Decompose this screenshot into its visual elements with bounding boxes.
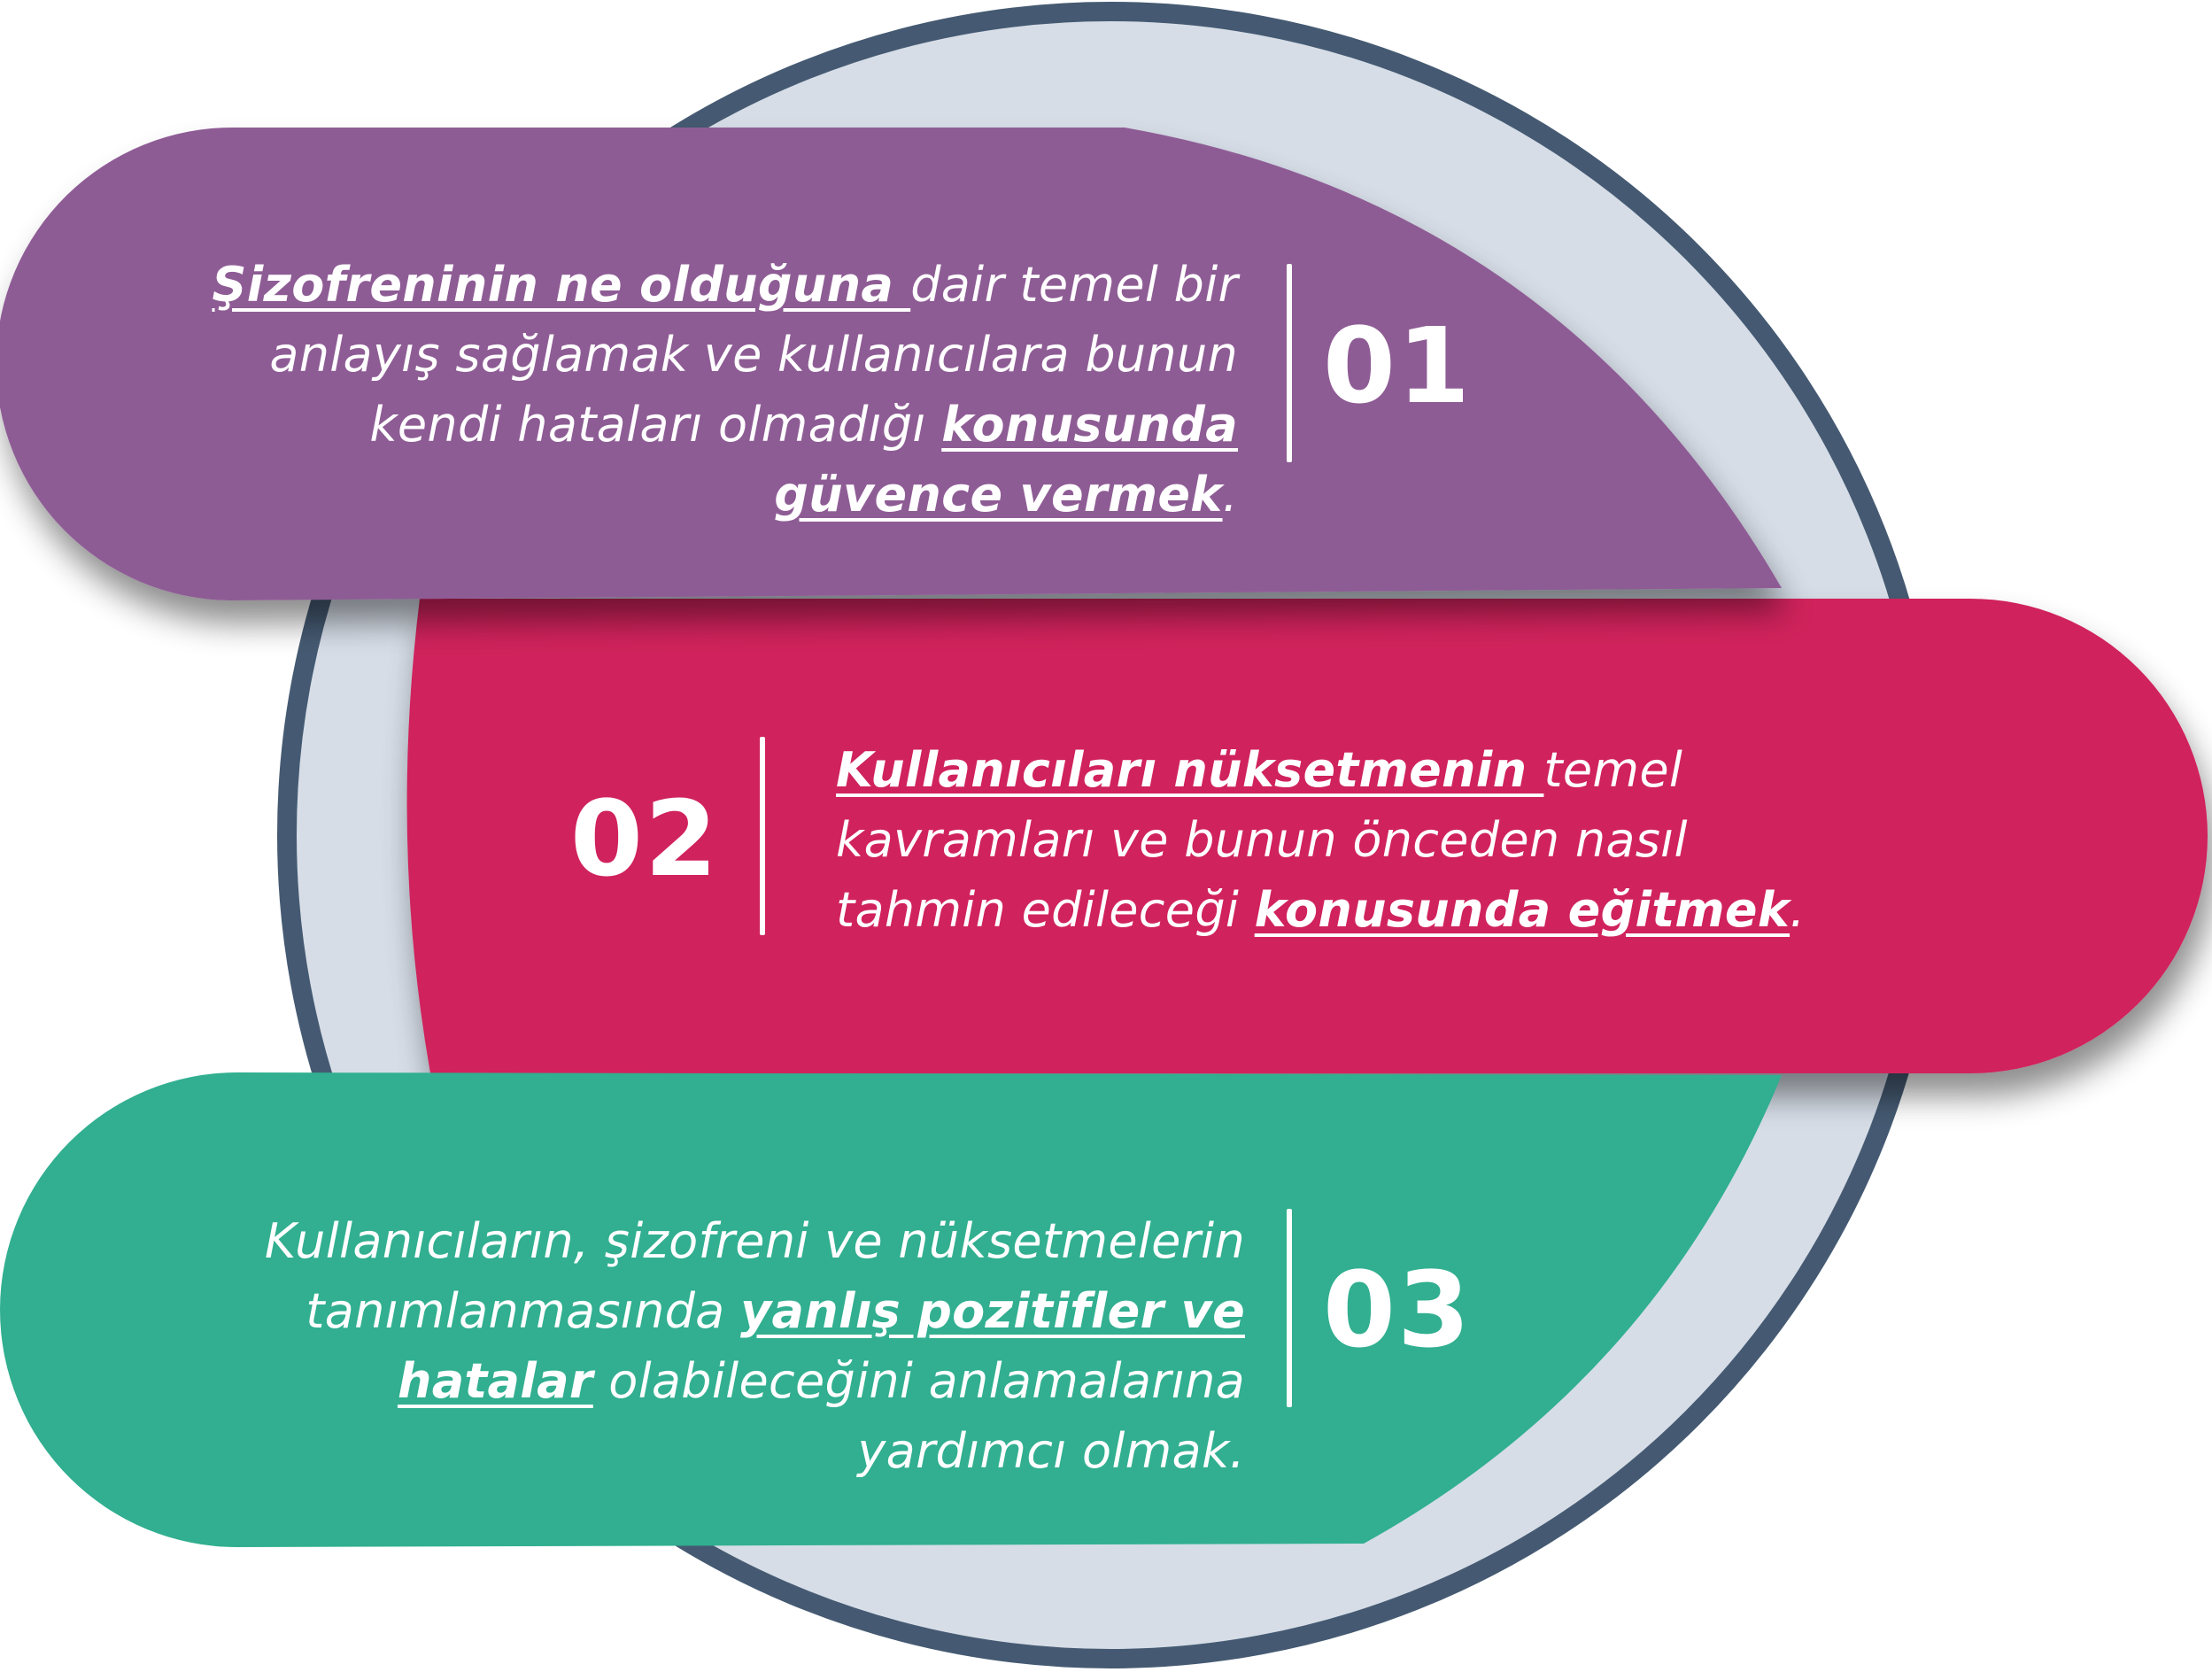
item-03-text: Kullanıcıların, şizofreni ve nüksetmeler…: [197, 1206, 1245, 1486]
item-01-body: .: [1222, 467, 1238, 522]
item-03-body: olabileceğini anlamalarına yardımcı olma…: [592, 1353, 1245, 1479]
item-02-emphasis: konusunda eğitmek: [1254, 882, 1790, 938]
item-02-body: temel kavramları ve bunun önceden nasıl …: [836, 742, 1688, 938]
item-01-text: Şizofreninin ne olduğuna dair temel bir …: [205, 250, 1238, 530]
item-01-emphasis: Şizofreninin ne olduğuna: [212, 257, 911, 313]
item-03-divider: [1287, 1209, 1292, 1407]
item-02-emphasis: Kullanıcıları nüksetmenin: [836, 742, 1544, 798]
item-02-text: Kullanıcıları nüksetmenin temel kavramla…: [836, 735, 1863, 945]
band-03-shape: [0, 1072, 1782, 1547]
item-02-body: .: [1790, 882, 1806, 938]
band-02-shape: [406, 599, 2208, 1073]
item-02-number: 02: [569, 778, 720, 900]
band-01-shape: [0, 127, 1782, 600]
item-01-divider: [1287, 264, 1292, 462]
item-03-emphasis: yanlış pozitifler ve hatalar: [397, 1283, 1245, 1409]
item-02-divider: [760, 737, 765, 935]
item-03-body: Kullanıcıların, şizofreni ve nüksetmeler…: [264, 1213, 1245, 1339]
item-01-emphasis: konusunda güvence vermek: [774, 397, 1238, 522]
item-01-body: dair temel bir anlayış sağlamak ve kulla…: [269, 257, 1238, 453]
item-01-number: 01: [1322, 305, 1473, 427]
item-03-number: 03: [1322, 1249, 1473, 1371]
